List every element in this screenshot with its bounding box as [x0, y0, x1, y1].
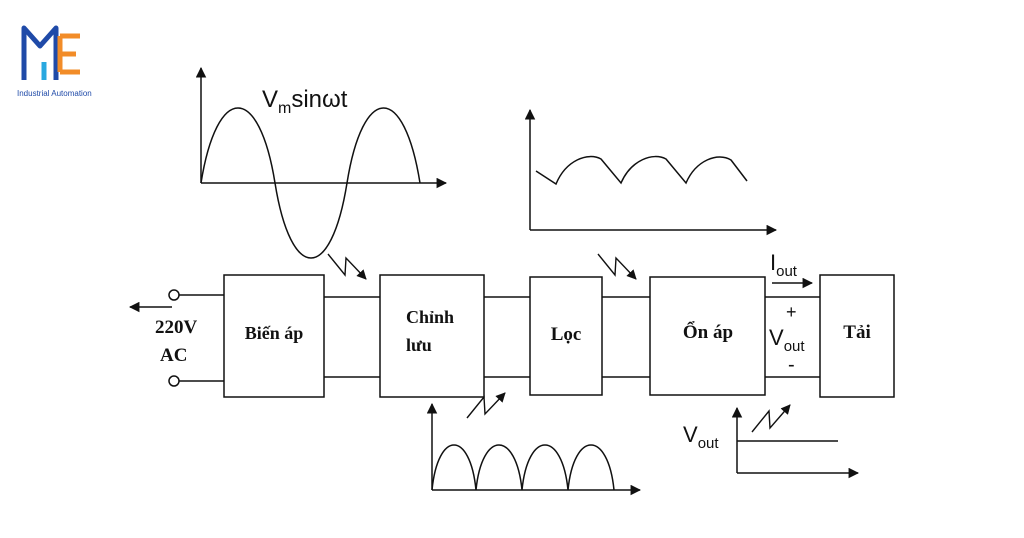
pointer-arrow-dc [751, 404, 791, 433]
waveform-sine-graph [195, 66, 448, 259]
pointer-arrows [327, 253, 791, 433]
block-rectifier-label-line1: Chỉnh [406, 307, 454, 327]
block-rectifier-label-line2: lưu [406, 335, 432, 355]
block-filter-label: Lọc [551, 324, 582, 345]
output-markers: Iout + Vout - [769, 250, 814, 376]
input-terminal-bottom [168, 375, 180, 387]
output-minus-sign: - [788, 354, 795, 376]
sine-label: Vmsinωt [262, 86, 348, 117]
block-rectifier: Chỉnh lưu [379, 274, 485, 398]
output-current-label: Iout [770, 250, 798, 280]
block-load: Tải [819, 274, 895, 398]
block-load-label: Tải [843, 322, 870, 343]
pointer-arrow-sine [327, 253, 367, 280]
input-terminal-top [168, 289, 180, 301]
waveform-rectified-graph [426, 402, 642, 496]
input-type-label: AC [160, 345, 187, 366]
block-regulator: Ổn áp [649, 276, 766, 396]
brand-logo: Industrial Automation [17, 25, 92, 98]
input-voltage-label: 220V [155, 317, 198, 338]
connection-wires [324, 296, 820, 378]
ac-input: 220V AC [128, 289, 225, 387]
rectified-curve [431, 444, 615, 491]
block-transformer: Biến áp [223, 274, 325, 398]
block-regulator-label: Ổn áp [683, 321, 733, 343]
logo-mark-icon [21, 25, 80, 80]
waveform-ripple-graph [524, 108, 778, 236]
output-voltage-label: Vout [769, 325, 805, 355]
dc-output-label: Vout [683, 422, 719, 452]
block-filter: Lọc [529, 276, 603, 396]
waveform-dc-graph [731, 406, 860, 479]
block-transformer-label: Biến áp [245, 323, 304, 343]
pointer-arrow-ripple [597, 253, 637, 280]
sine-curve [200, 107, 421, 259]
output-plus-sign: + [786, 302, 797, 322]
ripple-curve [535, 155, 748, 186]
logo-caption: Industrial Automation [17, 89, 92, 98]
pointer-arrow-rectified [466, 392, 506, 419]
